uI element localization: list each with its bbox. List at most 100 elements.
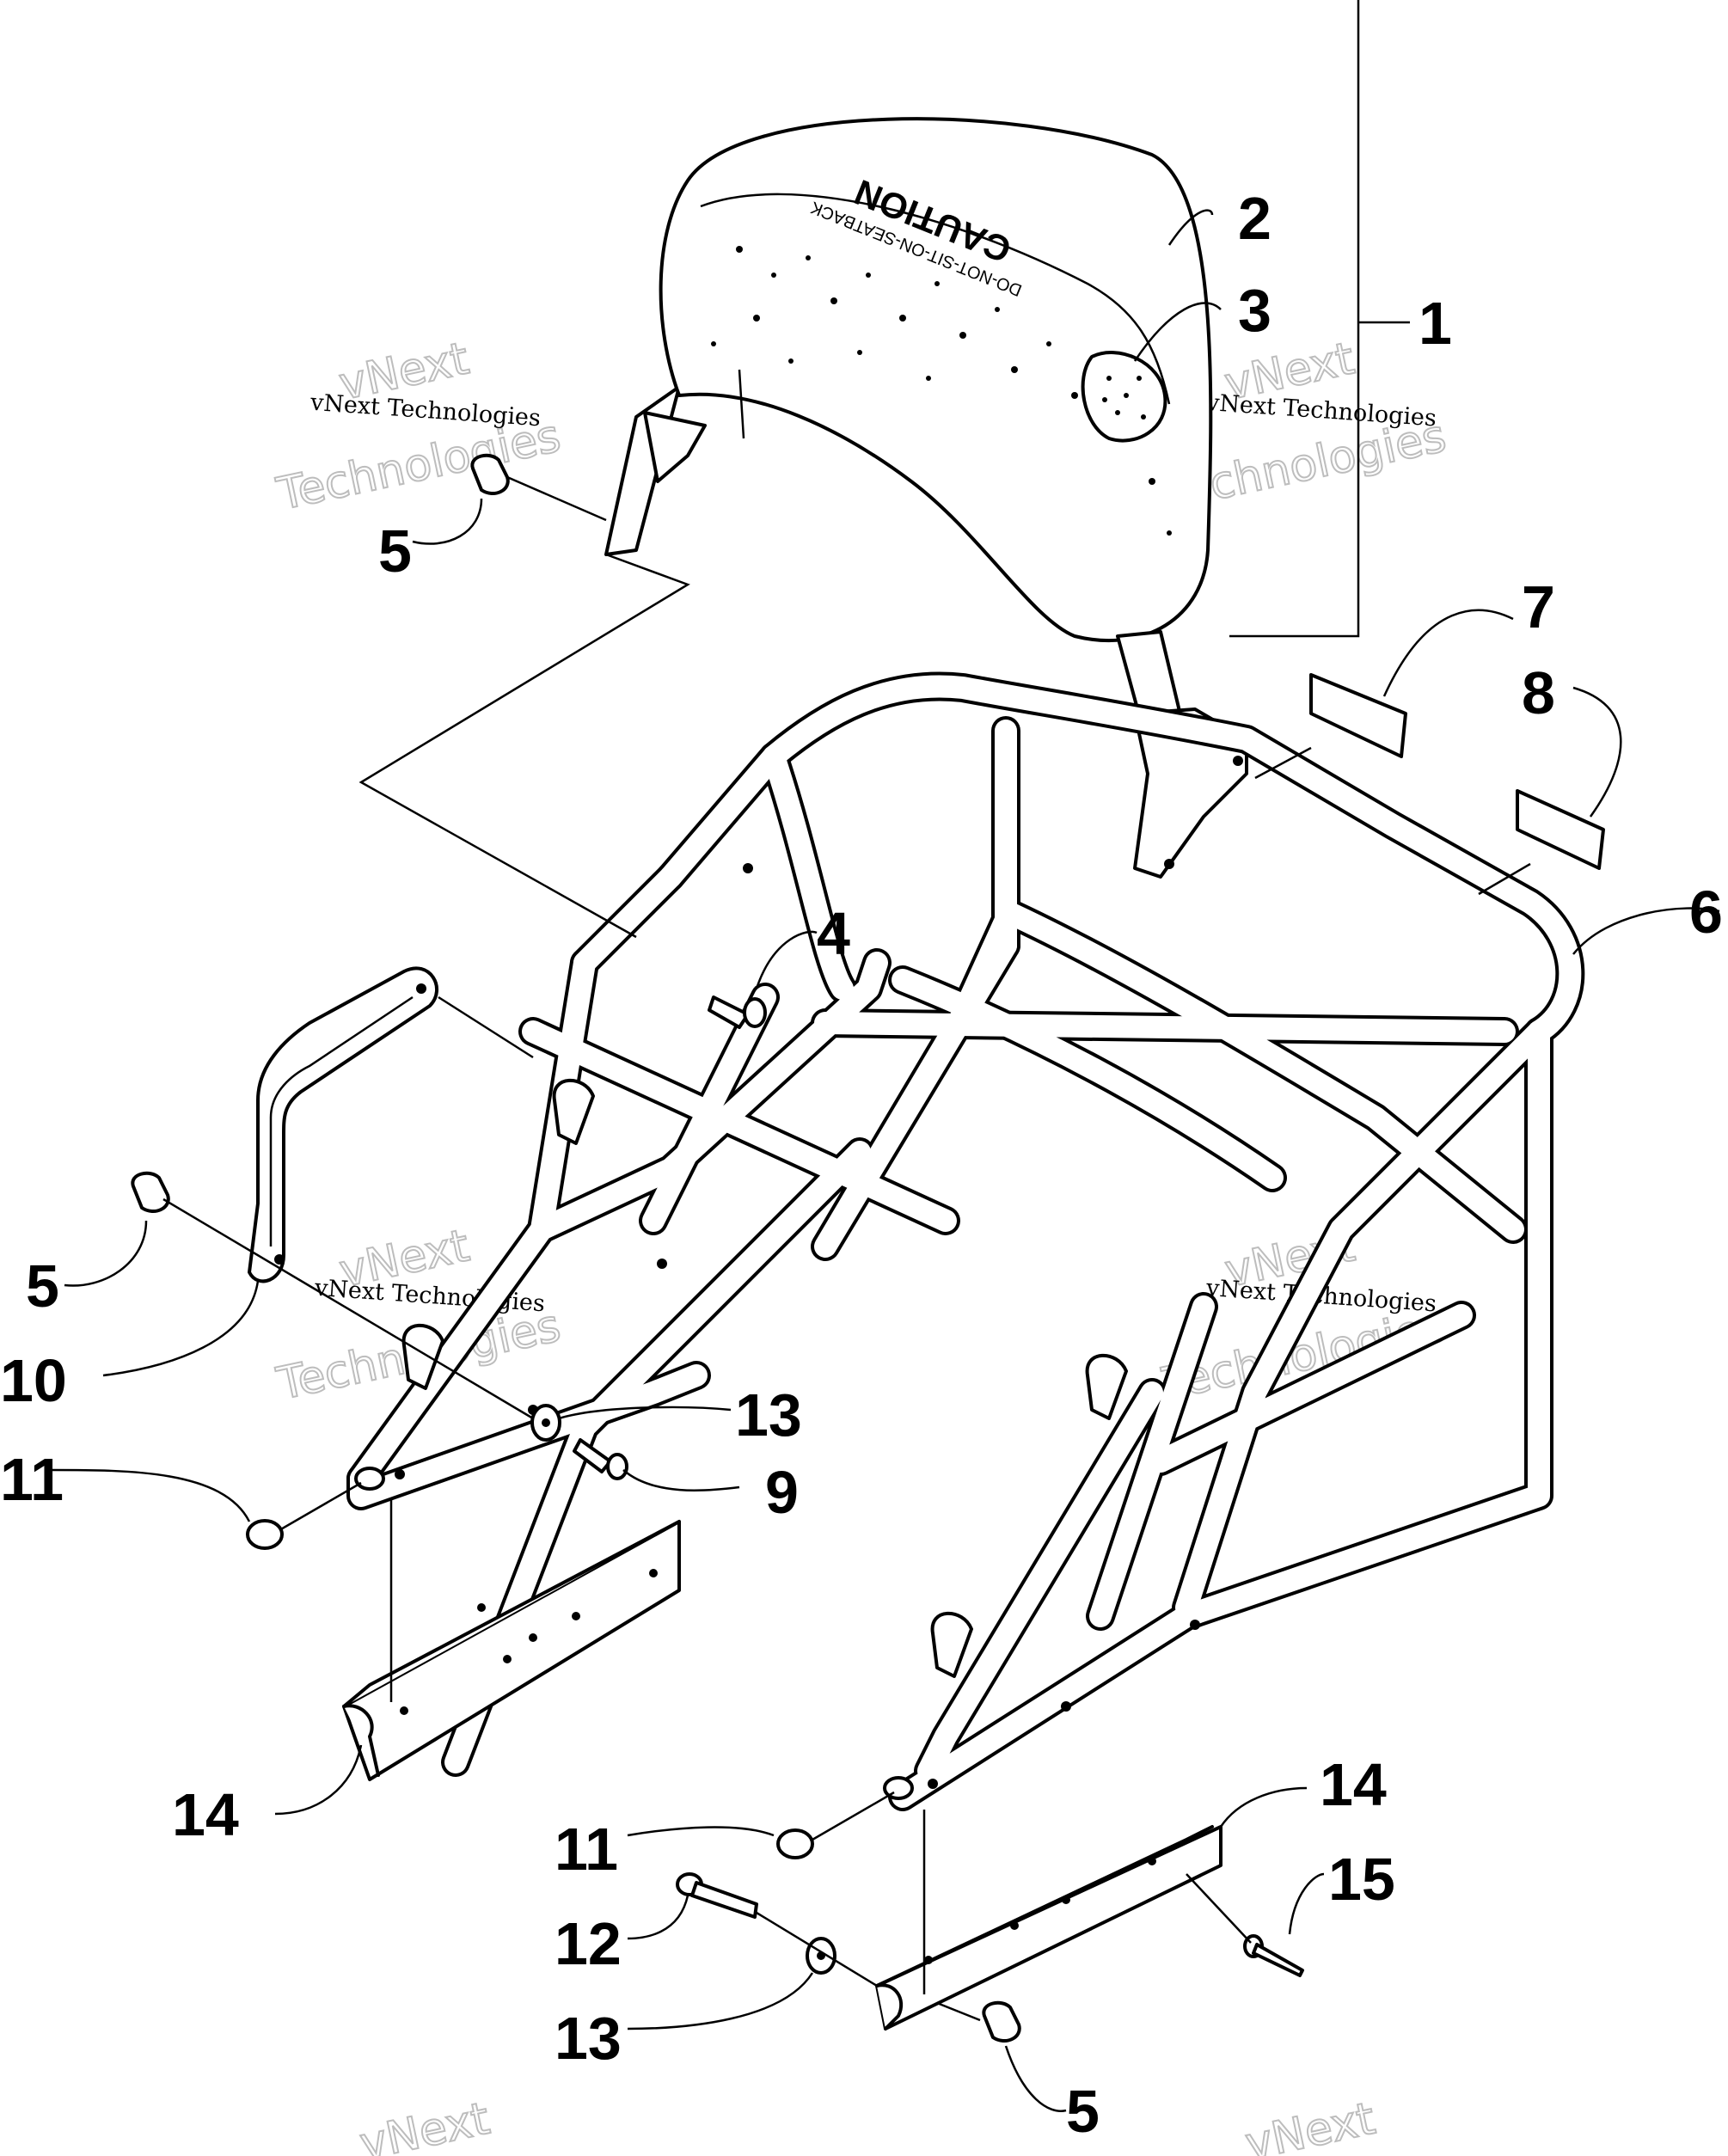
bracket-line-1 <box>1229 0 1360 638</box>
leader-9 <box>622 1469 740 1492</box>
grab-handle <box>248 966 439 1283</box>
frame-holes <box>395 863 1200 1789</box>
plug-11-left <box>246 1519 284 1550</box>
callout-4: 4 <box>817 900 850 967</box>
callout-10: 10 <box>0 1347 67 1414</box>
callout-5-bottom: 5 <box>1066 2078 1100 2145</box>
frame-end-left <box>354 1467 385 1491</box>
callout-11-left: 11 <box>0 1446 64 1513</box>
leader-2 <box>1167 209 1214 246</box>
assembly-line-8 <box>1478 862 1531 896</box>
assembly-line-nut-bottom <box>936 2001 981 2022</box>
plug-11-right <box>776 1828 814 1859</box>
leader-3 <box>1133 302 1222 362</box>
callout-3: 3 <box>1238 277 1271 344</box>
bracket-hole <box>1164 859 1174 869</box>
callout-14-left: 14 <box>172 1781 239 1848</box>
seatback-fabric-pattern <box>711 246 1172 536</box>
seatback-zipper <box>738 369 745 439</box>
nut-left <box>131 1171 170 1213</box>
rail-lip <box>342 1704 380 1777</box>
assembly-line-7 <box>1254 746 1312 780</box>
watermark-big-text-1: vNext <box>1241 2093 1380 2156</box>
frame-tab <box>930 1611 973 1678</box>
patch-texture <box>1102 376 1146 420</box>
assembly-line-plug-right <box>812 1791 895 1841</box>
nut-bottom <box>982 2000 1021 2043</box>
bolt-9 <box>573 1438 628 1480</box>
rail-face <box>875 1825 1222 2030</box>
leader-5-left <box>64 1220 148 1287</box>
leader-5-bottom <box>1004 2045 1067 2112</box>
leader-15 <box>1288 1872 1325 1935</box>
grab-handle-body <box>248 966 439 1283</box>
watermark-text: vNext Technologies <box>309 389 542 432</box>
rail-face <box>342 1520 681 1781</box>
leader-11-left <box>51 1468 251 1522</box>
frame-tab <box>401 1323 444 1390</box>
bracket-hole <box>1233 756 1243 766</box>
leader-4 <box>755 930 818 989</box>
callout-6: 6 <box>1689 879 1723 946</box>
leader-13-upper <box>558 1406 732 1420</box>
grab-handle-groove <box>269 995 414 1246</box>
frame-tab <box>1085 1353 1128 1420</box>
seatback-cushion: CAUTION DO-NOT-SIT-ON-SEATBACK <box>604 117 1248 879</box>
callout-labels: 1 2 3 4 5 5 5 6 7 8 9 10 11 11 12 13 13 … <box>0 185 1723 2145</box>
watermark-bottom-right: vNext <box>1241 2092 1381 2156</box>
leader-11-right <box>627 1826 775 1837</box>
callout-13-lower: 13 <box>555 2005 622 2072</box>
assembly-line-handle <box>438 995 534 1059</box>
assembly-line-nut-left <box>162 1197 534 1420</box>
washer-13-upper <box>530 1404 561 1442</box>
handle-hole <box>416 983 426 994</box>
callout-14-right: 14 <box>1320 1751 1387 1818</box>
leader-13-lower <box>627 1972 814 2030</box>
watermarks: vNext Technologies vNext Technologies vN… <box>272 332 1451 2156</box>
watermark-text: vNext Technologies <box>1204 389 1437 432</box>
callout-5-top: 5 <box>378 518 412 585</box>
leader-lines <box>51 0 1720 2112</box>
washer-13-lower <box>806 1937 836 1975</box>
callout-2: 2 <box>1238 185 1271 252</box>
assembly-line-bolt-12 <box>756 1911 878 1988</box>
assembly-line-nut-top <box>506 475 607 522</box>
rail-top <box>875 1825 1214 1988</box>
leader-5-top <box>412 498 483 545</box>
rail-lip <box>875 1983 904 2030</box>
leader-8 <box>1572 686 1622 818</box>
handle-hole <box>274 1254 285 1265</box>
leader-14-right <box>1219 1786 1308 1828</box>
leader-7 <box>1382 609 1514 697</box>
callout-7: 7 <box>1522 573 1555 640</box>
callout-11-right: 11 <box>555 1816 618 1883</box>
mount-rail-left <box>342 1520 681 1781</box>
callout-15: 15 <box>1328 1846 1395 1913</box>
bolt-4 <box>708 995 767 1029</box>
callout-1: 1 <box>1419 290 1452 357</box>
rivet-15 <box>1243 1934 1304 1977</box>
leader-10 <box>102 1280 260 1377</box>
decal-8 <box>1516 789 1605 870</box>
callout-9: 9 <box>765 1459 799 1526</box>
seatback-bracket-left <box>643 411 707 483</box>
leader-6 <box>1572 907 1720 955</box>
watermark-top-left: vNext Technologies vNext Technologies <box>272 332 566 521</box>
callout-5-left: 5 <box>26 1253 59 1320</box>
assembly-line-seatback <box>358 553 690 939</box>
watermark-bottom-left: vNext <box>355 2092 495 2156</box>
assembly-line-plug-left <box>279 1481 362 1532</box>
callout-12: 12 <box>555 1910 622 1977</box>
rack-frame <box>346 671 1585 1811</box>
frame-tab <box>552 1078 595 1145</box>
leader-14-left <box>274 1744 363 1816</box>
callout-13-upper: 13 <box>735 1381 802 1449</box>
decal-7 <box>1309 673 1407 758</box>
mount-rail-right <box>875 1825 1222 2030</box>
bolt-12 <box>676 1872 758 1919</box>
leader-12 <box>627 1895 689 1940</box>
callout-8: 8 <box>1522 659 1555 726</box>
watermark-big-text-1: vNext <box>356 2093 494 2156</box>
rail-top <box>342 1520 681 1708</box>
